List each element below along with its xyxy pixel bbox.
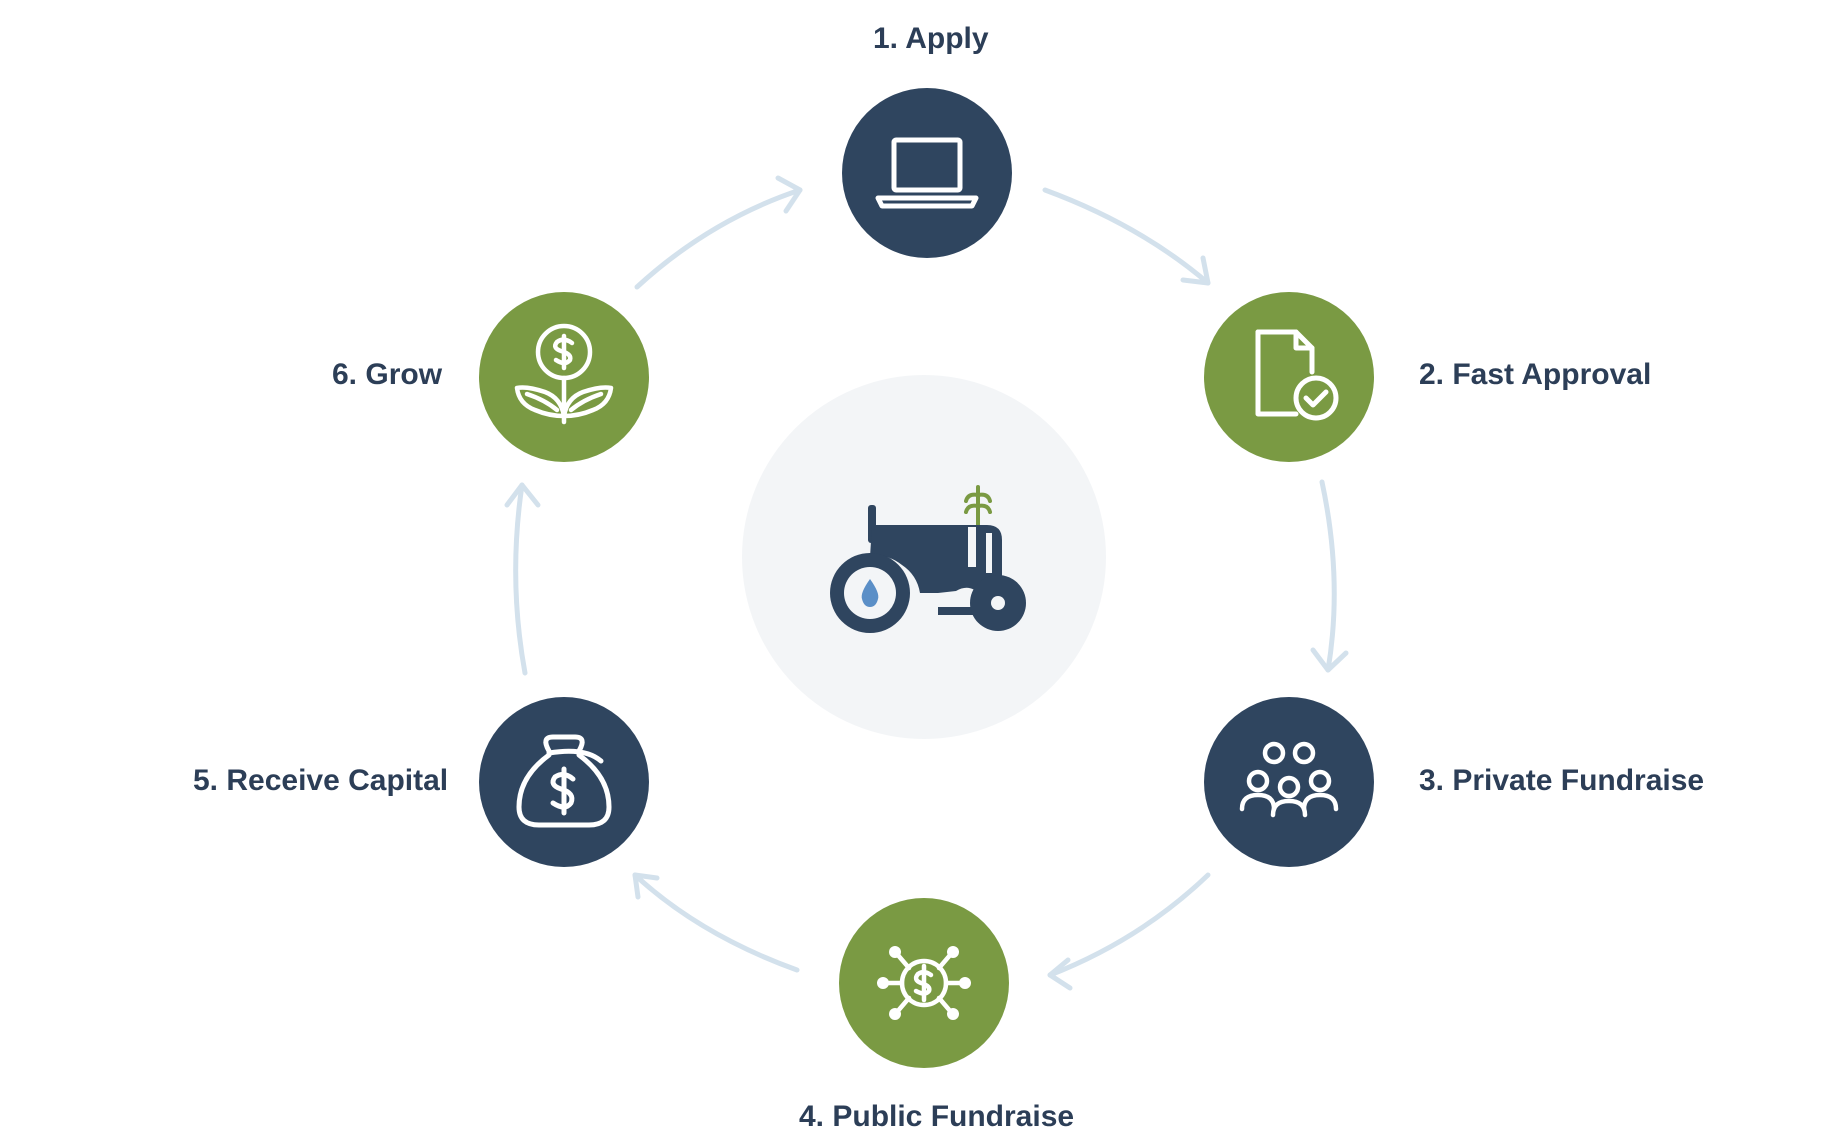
step-receive-capital-node bbox=[479, 697, 649, 867]
arrow-grow-to-apply bbox=[634, 187, 803, 290]
tractor-icon bbox=[830, 485, 1026, 633]
step-receive-capital-label: 5. Receive Capital bbox=[193, 764, 449, 797]
people-group-icon bbox=[1239, 741, 1339, 818]
step-grow-label: 6. Grow bbox=[332, 358, 443, 391]
laptop-icon bbox=[875, 137, 979, 209]
step-apply-node bbox=[842, 88, 1012, 258]
step-private-fundraise-label: 3. Private Fundraise bbox=[1419, 764, 1705, 797]
step-grow-node bbox=[479, 292, 649, 462]
document-check-icon bbox=[1255, 329, 1339, 421]
step-fast-approval-label: 2. Fast Approval bbox=[1419, 358, 1652, 391]
money-bag-icon bbox=[516, 734, 612, 828]
dollar-plant-icon bbox=[514, 323, 614, 425]
step-apply-label: 1. Apply bbox=[873, 22, 989, 55]
step-private-fundraise-node bbox=[1204, 697, 1374, 867]
arrow-private-to-public bbox=[1047, 872, 1211, 978]
sprout-icon bbox=[964, 485, 992, 527]
step-public-fundraise-node bbox=[839, 898, 1009, 1068]
arrow-receive-to-grow bbox=[513, 482, 528, 676]
center-tractor-disc bbox=[742, 375, 1106, 739]
water-drop-icon bbox=[861, 579, 879, 607]
step-fast-approval-node bbox=[1204, 292, 1374, 462]
arrow-approval-to-private bbox=[1319, 479, 1337, 673]
arrow-apply-to-approval bbox=[1042, 187, 1211, 286]
step-public-fundraise-label: 4. Public Fundraise bbox=[799, 1100, 1075, 1133]
dollar-network-icon bbox=[877, 946, 971, 1020]
arrow-public-to-receive bbox=[632, 872, 800, 973]
